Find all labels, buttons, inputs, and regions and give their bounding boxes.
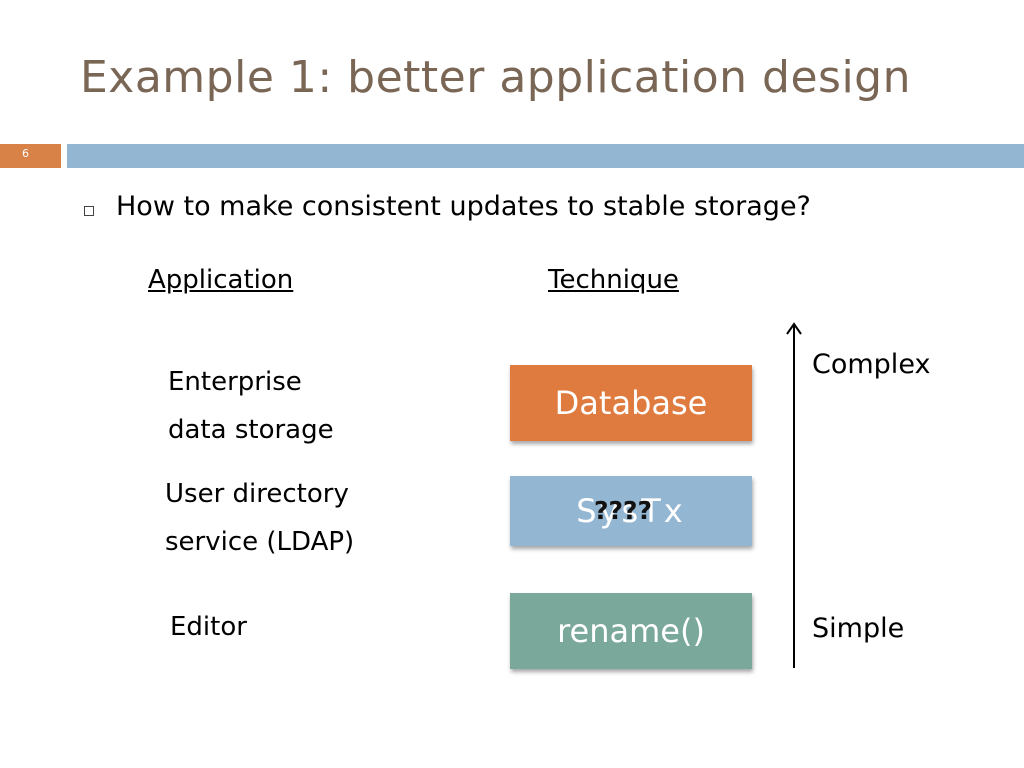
technique-column-header: Technique: [548, 265, 679, 295]
slide-number-bar: [0, 144, 61, 168]
technique-systx-box: SysTx: [510, 476, 752, 546]
complexity-arrow: [786, 322, 802, 668]
application-editor: Editor: [170, 603, 247, 651]
square-bullet-icon: [84, 206, 94, 216]
complex-label: Complex: [812, 349, 931, 380]
slide-title: Example 1: better application design: [80, 52, 911, 103]
header-rule-bar: [67, 144, 1024, 168]
application-ldap-line1: User directory: [165, 479, 349, 509]
simple-label: Simple: [812, 613, 905, 644]
technique-database-box: Database: [510, 365, 752, 441]
unknown-technique-marker: ????: [594, 496, 653, 525]
technique-systx-label: SysTx: [576, 492, 686, 530]
application-enterprise-line1: Enterprise: [168, 367, 302, 397]
technique-database-label: Database: [554, 384, 708, 422]
technique-rename-box: rename(): [510, 593, 752, 669]
application-ldap: User directory service (LDAP): [165, 470, 354, 566]
application-column-header: Application: [148, 265, 294, 295]
bullet-text: How to make consistent updates to stable…: [116, 191, 811, 222]
application-ldap-line2: service (LDAP): [165, 527, 355, 557]
application-enterprise: Enterprise data storage: [168, 358, 334, 454]
slide-number: 6: [22, 147, 29, 160]
application-editor-line1: Editor: [170, 612, 247, 642]
application-enterprise-line2: data storage: [168, 415, 334, 445]
technique-rename-label: rename(): [557, 612, 705, 650]
